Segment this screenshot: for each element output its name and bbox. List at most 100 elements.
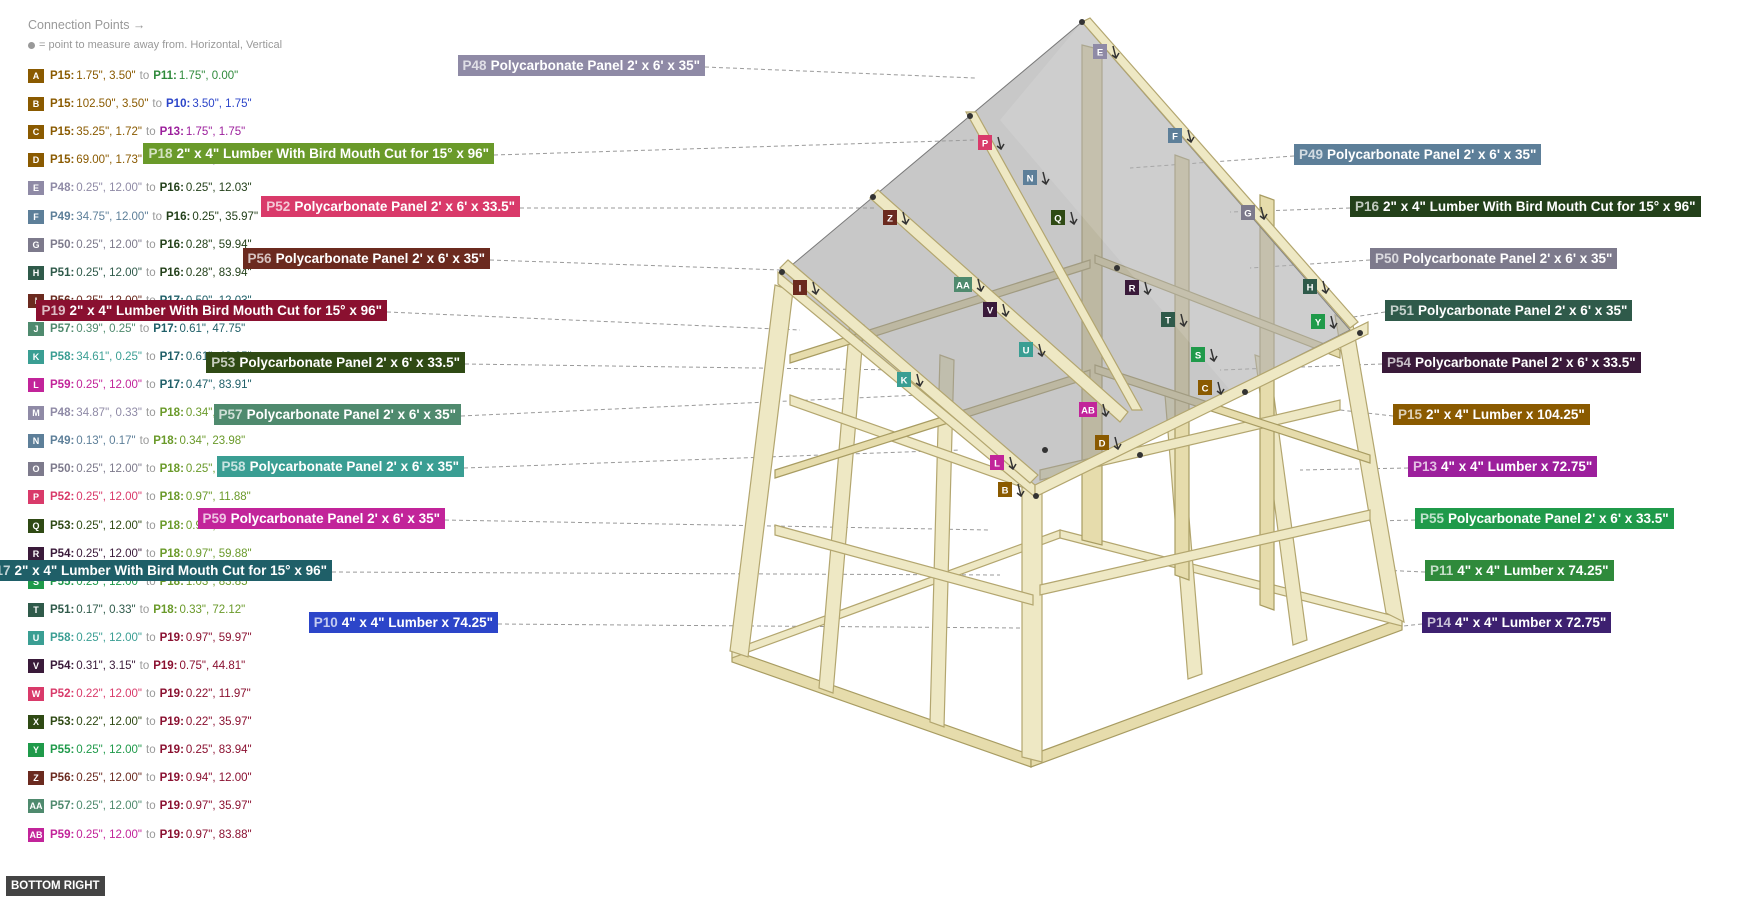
tag-box [897,372,911,387]
down-arrow-icon [1113,436,1122,451]
legend-part-from: P48: [50,407,75,420]
connection-dots [779,19,1363,499]
connection-tag: S [1191,347,1218,363]
legend-value-from: 69.00", 1.73" [76,154,143,167]
connection-dot [1114,265,1120,271]
legend-to-word: to [146,716,156,729]
legend-to-word: to [139,70,150,83]
legend-part-from: P58: [50,350,75,363]
legend-to-word: to [146,491,156,504]
tag-box [978,135,992,150]
legend-badge: A [28,69,44,84]
legend-value-to: 0.33", 72.12" [179,603,246,616]
connection-dot [779,269,785,275]
leader-line [464,363,901,371]
legend-badge: G [28,237,44,252]
legend-value-to: 0.28", 59.94" [185,238,252,251]
part-id: P15 [1398,407,1423,422]
legend-value-from: 0.25", 12.00" [76,772,143,785]
tag-label: R [1129,284,1136,295]
part-id: P14 [1427,615,1452,630]
legend-badge: J [28,321,44,336]
tag-box [1023,170,1037,185]
part-label: Polycarbonate Panel 2' x 6' x 35" [275,251,485,266]
down-arrow-icon [976,278,985,293]
corner-label: BOTTOM RIGHT [6,876,105,896]
part-id: P11 [1430,563,1454,578]
tag-box [793,280,807,295]
part-id: P48 [462,58,487,73]
legend-value-from: 0.25", 12.00" [76,491,143,504]
down-arrow-icon [915,373,924,388]
legend-badge: E [28,181,44,196]
part-label: 2" x 4" Lumber With Bird Mouth Cut for 1… [176,146,489,161]
tag-box [1311,314,1325,329]
part-id: P56 [247,251,272,266]
legend-value-to: 1.75", 0.00" [178,70,239,83]
legend-badge: M [28,406,44,421]
down-arrow-icon [1101,403,1110,418]
part-id: P57 [218,407,243,422]
legend-badge: L [28,378,44,393]
legend-to-word: to [146,575,156,588]
legend-value-to: 0.22", 35.97" [185,716,252,729]
legend-part-to: P19: [159,800,184,813]
connection-tag: B [998,482,1025,498]
part-label: Polycarbonate Panel 2' x 6' x 35" [1327,147,1537,162]
legend-value-from: 0.22", 12.00" [76,716,143,729]
legend-value-from: 34.61", 0.25" [76,350,143,363]
leader-line [1339,409,1394,417]
part-callout-p17[interactable]: P172" x 4" Lumber With Bird Mouth Cut fo… [0,560,332,581]
legend-value-from: 102.50", 3.50" [76,98,149,111]
connection-tag: U [1019,342,1046,358]
down-arrow-icon [1329,315,1338,330]
legend-badge: B [28,97,44,112]
legend-part-from: P51: [50,603,75,616]
legend-part-from: P48: [50,182,75,195]
legend-value-from: 0.25", 12.00" [76,238,143,251]
connection-tag: T [1161,312,1188,328]
legend-badge: AA [28,799,44,814]
part-label: Polycarbonate Panel 2' x 6' x 33.5" [1448,511,1669,526]
part-label: Polycarbonate Panel 2' x 6' x 35" [230,511,440,526]
tag-box [1303,279,1317,294]
legend-value-to: 0.47", 83.91" [185,379,252,392]
legend-value-to: 0.25", 83.94" [185,744,252,757]
part-id: P49 [1299,147,1324,162]
down-arrow-icon [1008,456,1017,471]
tag-box [1241,205,1255,220]
part-label: 4" x 4" Lumber x 74.25" [1457,563,1609,578]
tag-label: H [1307,283,1314,294]
post-front [1021,486,1043,763]
connection-dot [967,113,973,119]
connection-tag: I [793,280,820,296]
legend-to-word: to [139,435,150,448]
legend-value-to: 0.61", 47.75" [179,322,246,335]
legend-badge: Y [28,743,44,758]
tag-box [1019,342,1033,357]
